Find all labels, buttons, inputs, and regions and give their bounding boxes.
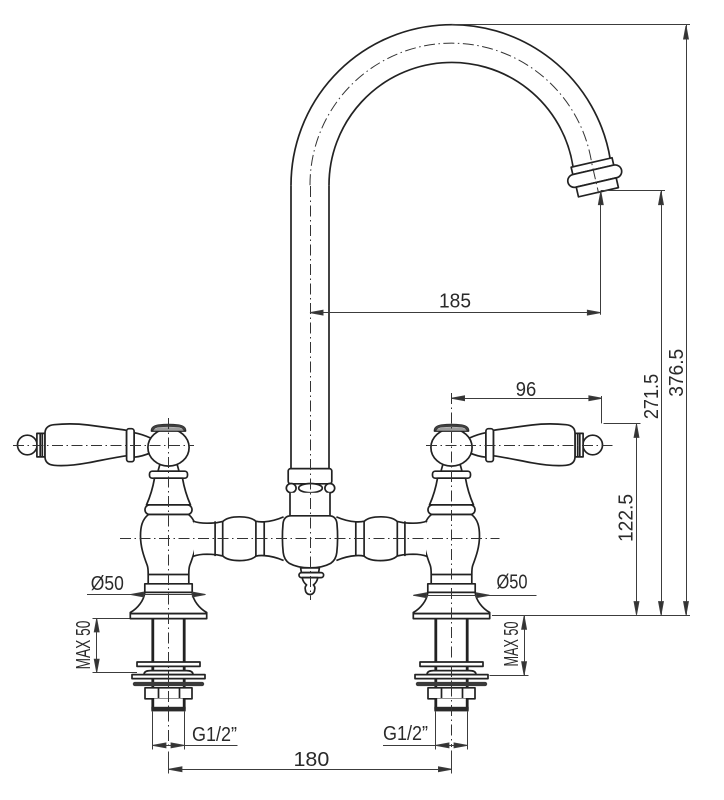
svg-text:271.5: 271.5	[640, 374, 663, 419]
svg-text:180: 180	[294, 748, 330, 771]
svg-text:376.5: 376.5	[665, 349, 688, 397]
svg-text:Ø50: Ø50	[497, 571, 528, 594]
svg-text:MAX 50: MAX 50	[500, 622, 523, 667]
svg-text:122.5: 122.5	[615, 494, 638, 542]
svg-text:MAX 50: MAX 50	[72, 621, 95, 670]
svg-text:96: 96	[516, 378, 537, 401]
svg-text:G1/2”: G1/2”	[383, 722, 428, 745]
svg-text:Ø50: Ø50	[91, 572, 124, 595]
svg-text:G1/2”: G1/2”	[192, 723, 237, 746]
svg-text:185: 185	[439, 289, 471, 312]
